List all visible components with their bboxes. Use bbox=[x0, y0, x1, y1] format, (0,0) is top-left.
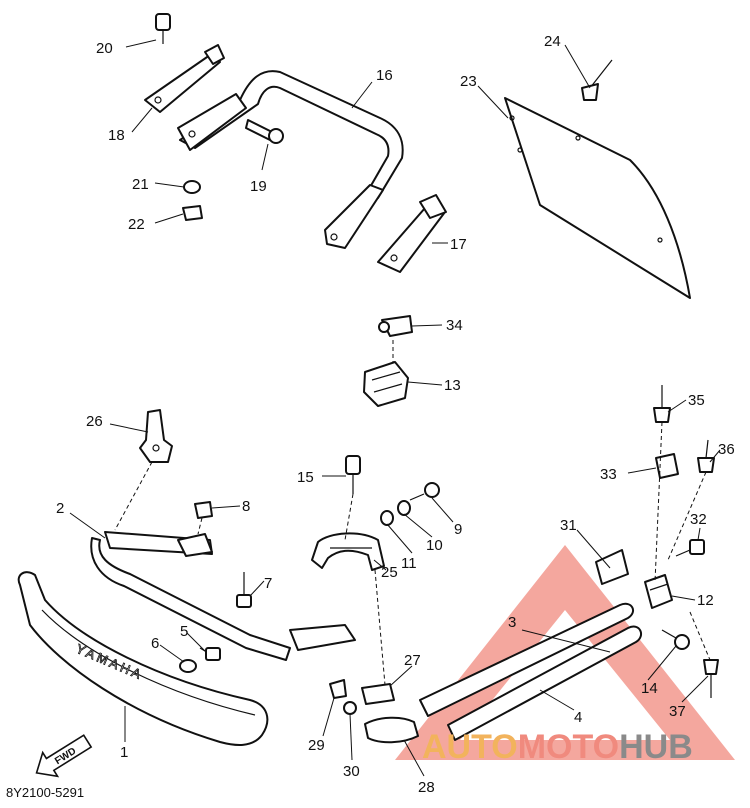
rear-grip-bar bbox=[177, 70, 404, 249]
callout-15: 15 bbox=[297, 469, 314, 486]
callout-12: 12 bbox=[697, 592, 714, 609]
nut-29 bbox=[329, 679, 347, 699]
callout-11: 11 bbox=[401, 555, 417, 572]
callout-35: 35 bbox=[688, 392, 705, 409]
bracket-18 bbox=[144, 44, 225, 113]
callout-26: 26 bbox=[86, 413, 103, 430]
callout-30: 30 bbox=[343, 763, 360, 780]
bolt-7 bbox=[236, 572, 252, 608]
rivet-24 bbox=[581, 59, 613, 101]
callout-8: 8 bbox=[242, 498, 250, 515]
nut-22 bbox=[182, 205, 203, 221]
trim-strip-3-4 bbox=[419, 602, 643, 741]
callout-1: 1 bbox=[120, 744, 128, 761]
watermark-auto: AUTO bbox=[422, 728, 518, 766]
callout-33: 33 bbox=[600, 466, 617, 483]
watermark-hub: HUB bbox=[619, 728, 693, 766]
watermark-logo bbox=[395, 545, 735, 760]
callout-labels: 1 2 3 4 5 6 7 8 9 10 11 12 13 14 15 16 1… bbox=[56, 33, 735, 796]
callout-25: 25 bbox=[381, 564, 398, 581]
callout-24: 24 bbox=[544, 33, 561, 50]
callout-3: 3 bbox=[508, 614, 516, 631]
grip-bar-2 bbox=[90, 531, 356, 661]
callout-29: 29 bbox=[308, 737, 325, 754]
callout-7: 7 bbox=[264, 575, 272, 592]
bolt-15 bbox=[345, 455, 361, 494]
washer-21 bbox=[183, 180, 201, 194]
callout-34: 34 bbox=[446, 317, 463, 334]
callout-37: 37 bbox=[669, 703, 686, 720]
front-guard-1: YAMAHA bbox=[17, 571, 269, 746]
washer-30 bbox=[343, 701, 357, 715]
leader-lines bbox=[69, 39, 721, 777]
cap-28 bbox=[364, 716, 419, 744]
clip-31 bbox=[595, 549, 629, 585]
callout-17: 17 bbox=[450, 236, 467, 253]
callout-36: 36 bbox=[718, 441, 735, 458]
fwd-arrow-icon: FWD bbox=[35, 734, 93, 778]
callout-2: 2 bbox=[56, 500, 64, 517]
washer-11 bbox=[380, 510, 394, 526]
callout-13: 13 bbox=[444, 377, 461, 394]
washer-10 bbox=[397, 500, 411, 516]
part-code: 8Y2100-5291 bbox=[6, 785, 84, 800]
callout-22: 22 bbox=[128, 216, 145, 233]
callout-31: 31 bbox=[560, 517, 577, 534]
washer-6 bbox=[179, 659, 197, 673]
rivet-36 bbox=[697, 439, 715, 473]
bolt-32 bbox=[675, 539, 705, 557]
callout-9: 9 bbox=[454, 521, 462, 538]
callout-16: 16 bbox=[376, 67, 393, 84]
bracket-26 bbox=[139, 409, 173, 463]
callout-20: 20 bbox=[96, 40, 113, 57]
callout-23: 23 bbox=[460, 73, 477, 90]
callout-4: 4 bbox=[574, 709, 582, 726]
watermark-text: AUTOMOTOHUB bbox=[422, 728, 693, 766]
bracket-25 bbox=[311, 532, 385, 571]
callout-19: 19 bbox=[250, 178, 267, 195]
bracket-17 bbox=[377, 194, 447, 273]
bolt-5 bbox=[199, 647, 221, 661]
nut-8 bbox=[194, 501, 213, 519]
rivet-37 bbox=[703, 659, 719, 698]
callout-28: 28 bbox=[418, 779, 435, 796]
watermark-moto: MOTO bbox=[518, 728, 619, 766]
bolt-14 bbox=[661, 629, 690, 650]
rivet-35 bbox=[653, 385, 671, 423]
clip-33 bbox=[655, 453, 679, 479]
callout-18: 18 bbox=[108, 127, 125, 144]
callout-6: 6 bbox=[151, 635, 159, 652]
callout-27: 27 bbox=[404, 652, 421, 669]
bolt-19 bbox=[245, 119, 284, 144]
clip-27 bbox=[361, 683, 395, 705]
bracket-12 bbox=[644, 574, 673, 609]
callout-21: 21 bbox=[132, 176, 149, 193]
callout-10: 10 bbox=[426, 537, 443, 554]
callout-14: 14 bbox=[641, 680, 658, 697]
bolt-20 bbox=[155, 13, 171, 44]
holder-13 bbox=[363, 361, 409, 407]
mud-flap-23 bbox=[504, 97, 691, 299]
callout-5: 5 bbox=[180, 623, 188, 640]
clip-34 bbox=[378, 315, 413, 337]
bolt-9 bbox=[409, 482, 440, 501]
callout-32: 32 bbox=[690, 511, 707, 528]
